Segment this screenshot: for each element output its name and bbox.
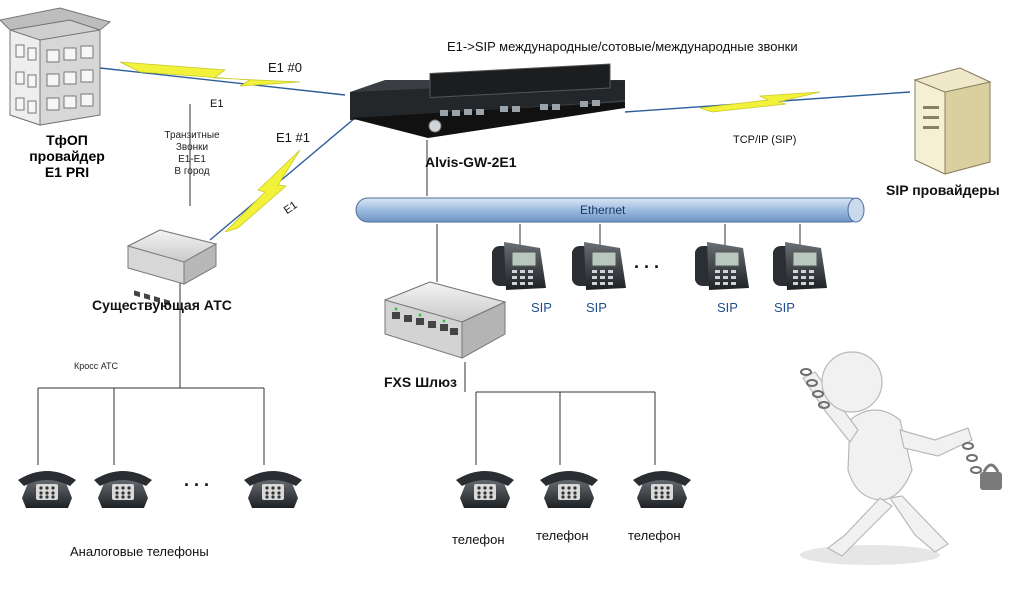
transit-calls-label: Транзитные Звонки E1-E1 В город [164,130,220,177]
pstn-provider-label: ТфОП провайдер E1 PRI [29,132,105,180]
lightning-e1-1 [224,149,301,233]
sip-server-icon [913,67,992,175]
lightning-e1-0 [119,61,301,87]
analog-phone-icon [18,471,76,508]
sip-phone-label: SIP [717,300,738,315]
gateway-device-icon [350,63,625,138]
ethernet-bus [355,197,865,223]
tcpip-label: TCP/IP (SIP) [733,134,797,146]
analog-phone-icon [456,471,514,508]
pstn-building-icon [0,7,112,126]
fxs-gateway-name: FXS Шлюз [384,374,457,390]
freed-figure-illustration [800,351,1002,565]
ip-phone-icon [694,241,750,291]
lightning-bolts [119,61,821,233]
sip-phone-label: SIP [531,300,552,315]
sip-phone-label: SIP [586,300,607,315]
analog-phones-label: Аналоговые телефоны [70,544,209,559]
ip-phone-icon [772,241,828,291]
ip-phone-icon [571,241,627,291]
analog-phone-icon [244,471,302,508]
analog-phone-icon [633,471,691,508]
lightning-tcpip [699,91,821,113]
e1-1-label: E1 #1 [276,130,310,145]
analog-phone-icon [540,471,598,508]
fxs-phone-label: телефон [628,528,681,543]
fxs-phone-label: телефон [452,532,505,547]
fxs-phone-label: телефон [536,528,589,543]
analog-phone-icon [94,471,152,508]
pbx-cross-label: Кросс АТС [74,361,119,371]
e1-label: E1 [210,98,224,110]
sip-provider-name: SIP провайдеры [886,182,1000,198]
e1-0-label: E1 #0 [268,60,302,75]
gateway-name: Alvis-GW-2E1 [425,154,517,170]
fxs-gateway-icon [383,281,507,359]
sip-phone-label: SIP [774,300,795,315]
ip-phones-ellipsis: . . . [634,252,660,272]
pbx-switch-icon [126,229,218,306]
ip-phone-icon [491,241,547,291]
pbx-name: Существующая АТС [92,297,232,313]
diagram-title: E1->SIP международные/сотовые/международ… [447,39,798,54]
ethernet-label: Ethernet [580,203,626,217]
analog-phones-ellipsis: . . . [184,470,210,490]
connection-lines [37,104,801,465]
